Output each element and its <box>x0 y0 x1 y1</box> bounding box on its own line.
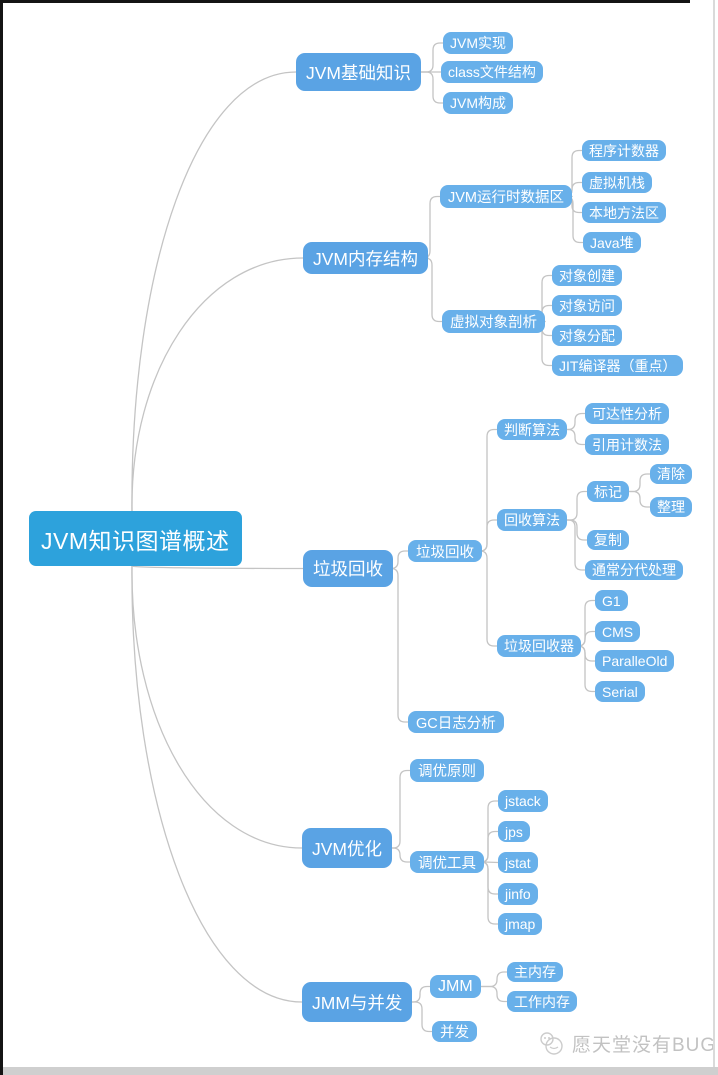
frame-left-border <box>0 0 3 1075</box>
frame-right-line <box>713 0 715 1075</box>
mindmap-node-main-memory[interactable]: 主内存 <box>507 962 563 982</box>
mindmap-node-compact[interactable]: 整理 <box>650 497 692 517</box>
mindmap-node-object-access[interactable]: 对象访问 <box>552 295 622 316</box>
mindmap-node-jvm-basics[interactable]: JVM基础知识 <box>296 53 421 91</box>
mindmap-node-working-memory[interactable]: 工作内存 <box>507 991 577 1012</box>
mindmap-node-jit-compiler[interactable]: JIT编译器（重点） <box>552 355 684 376</box>
mindmap-node-garbage-collectors[interactable]: 垃圾回收器 <box>497 635 581 657</box>
mindmap-node-java-heap[interactable]: Java堆 <box>583 232 641 253</box>
mindmap-node-copying[interactable]: 复制 <box>587 530 629 550</box>
frame-bottom-bar <box>3 1067 718 1075</box>
mindmap-node-reference-counting[interactable]: 引用计数法 <box>585 434 669 455</box>
mindmap-node-collection-algorithm[interactable]: 回收算法 <box>497 509 567 531</box>
mindmap-node-tuning-tools[interactable]: 调优工具 <box>410 851 484 873</box>
frame-top-border <box>0 0 690 3</box>
mindmap-node-reachability-analysis[interactable]: 可达性分析 <box>585 403 669 424</box>
mindmap-node-tuning-principles[interactable]: 调优原则 <box>410 759 484 782</box>
mindmap-root-node[interactable]: JVM知识图谱概述 <box>29 511 242 566</box>
mindmap-node-serial[interactable]: Serial <box>595 681 645 702</box>
mindmap-node-native-method-area[interactable]: 本地方法区 <box>582 202 666 223</box>
mindmap-node-program-counter[interactable]: 程序计数器 <box>582 140 666 161</box>
mindmap-node-object-create[interactable]: 对象创建 <box>552 265 622 286</box>
mindmap-node-jmm[interactable]: JMM <box>430 975 481 998</box>
mindmap-node-paralleold[interactable]: ParalleOld <box>595 650 675 672</box>
mindmap-node-sweep[interactable]: 清除 <box>650 464 692 484</box>
mindmap-node-mark[interactable]: 标记 <box>587 481 629 502</box>
mindmap-node-object-analysis[interactable]: 虚拟对象剖析 <box>442 310 545 333</box>
mindmap-node-jvm-optimization[interactable]: JVM优化 <box>302 828 392 868</box>
mindmap-node-generational[interactable]: 通常分代处理 <box>585 560 683 580</box>
watermark: 愿天堂没有BUG <box>538 1030 716 1057</box>
mindmap-node-judge-algorithm[interactable]: 判断算法 <box>497 419 567 440</box>
mindmap-node-jinfo[interactable]: jinfo <box>498 883 538 905</box>
mindmap-node-cms[interactable]: CMS <box>595 621 641 642</box>
mindmap-node-jmap[interactable]: jmap <box>498 913 543 935</box>
mindmap-node-jvm-composition[interactable]: JVM构成 <box>443 92 513 114</box>
mindmap-node-vm-stack[interactable]: 虚拟机栈 <box>582 172 652 193</box>
mindmap-node-g1[interactable]: G1 <box>595 590 628 611</box>
watermark-text: 愿天堂没有BUG <box>572 1035 717 1056</box>
mindmap-node-jps[interactable]: jps <box>498 821 530 842</box>
mindmap-node-class-file-structure[interactable]: class文件结构 <box>441 61 543 83</box>
mindmap-node-jvm-memory[interactable]: JVM内存结构 <box>303 242 428 274</box>
mindmap-node-object-alloc[interactable]: 对象分配 <box>552 325 622 346</box>
mindmap-node-runtime-data-area[interactable]: JVM运行时数据区 <box>440 185 572 208</box>
mindmap-node-jvm-impl[interactable]: JVM实现 <box>443 32 513 54</box>
mindmap-node-jmm-concurrency[interactable]: JMM与并发 <box>302 982 413 1022</box>
mascot-logo-icon <box>540 1031 563 1055</box>
mindmap-node-garbage-collection-sub[interactable]: 垃圾回收 <box>408 540 482 562</box>
mindmap-node-jstack[interactable]: jstack <box>498 790 548 812</box>
mindmap-node-garbage-collection[interactable]: 垃圾回收 <box>303 550 393 587</box>
mindmap-node-concurrency[interactable]: 并发 <box>432 1021 477 1042</box>
mindmap-node-jstat[interactable]: jstat <box>498 852 538 873</box>
mindmap-node-gc-log-analysis[interactable]: GC日志分析 <box>408 711 504 733</box>
